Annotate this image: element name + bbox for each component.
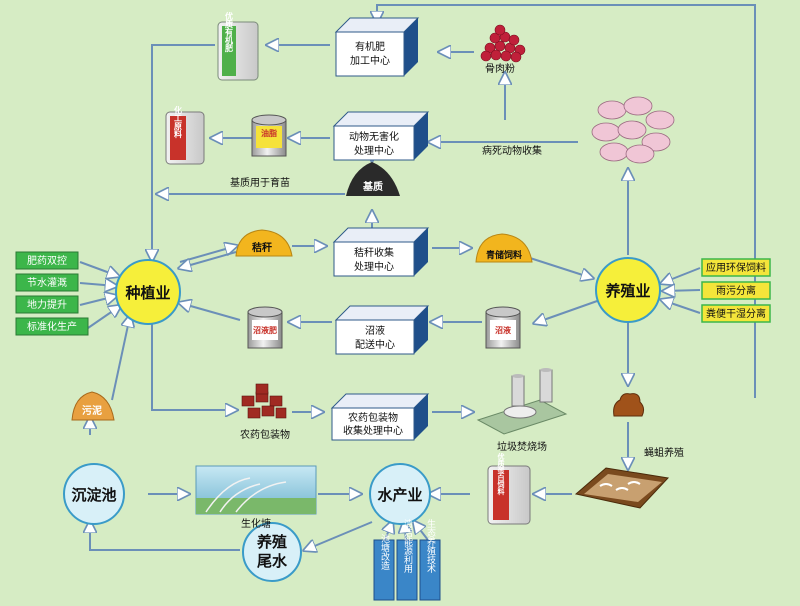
center-straw-line1: 秸秆收集 [354,246,394,259]
arrow-right2 [664,290,701,291]
organic-bag-icon: 优质有机肥 [217,11,259,81]
center-harmless-line2: 处理中心 [354,144,394,157]
arrow-tail-water-to-sediment [90,522,240,551]
arrow-fert-to-planting [180,303,241,321]
biogas-barrel-label: 沼液 [495,325,511,335]
arrow-right1 [662,267,701,283]
arrow-planting-to-packaging [151,320,236,410]
arrow-aquaculture-to-tail-water [305,521,373,550]
arrow-straw-to-planting [180,251,237,268]
left-box-2: 节水灌溉 [27,276,67,289]
hub-tail-water-label-1: 养殖 [256,533,287,551]
oil-barrel-icon: 油脂 [251,114,287,157]
arrow-sludge-to-planting [111,316,130,401]
hub-breeding-label: 养殖业 [604,282,650,300]
biogas-fert-barrel-icon: 沼液肥 [247,306,283,349]
center-packaging-line2: 收集处理中心 [343,424,403,437]
center-harmless: 动物无害化 处理中心 [332,111,430,161]
oil-barrel-label: 油脂 [261,128,277,138]
incinerator-label: 垃圾焚烧场 [497,440,547,453]
hub-breeding: 养殖业 [595,257,661,323]
center-harmless-line1: 动物无害化 [349,130,399,143]
livestock-icon [591,96,675,164]
right-box-1: 应用环保饲料 [706,261,766,274]
organic-bag-label: 优质有机肥 [225,11,234,53]
arrow-silage-to-breeding [529,257,592,278]
chem-bag-icon: 化工原料 [165,105,205,165]
sludge-label: 污泥 [82,404,102,417]
hub-aquaculture-label: 水产业 [377,486,422,504]
base-material-icon: 基质 [346,162,400,196]
bottom-box-2: 清洁能源利用 [402,518,413,574]
center-straw: 秸秆收集 处理中心 [332,227,430,277]
center-organic: 有机肥 加工中心 [334,17,420,77]
base-for-seedling-label: 基质用于育苗 [230,176,290,189]
center-straw-line2: 处理中心 [354,260,394,273]
arrow-bottom3 [414,522,429,541]
pesticide-packaging-icon: 农药包装物 [240,383,290,441]
straw-icon: 秸秆 [235,229,293,257]
base-material-label: 基质 [362,180,383,193]
pesticide-packaging-label: 农药包装物 [240,428,290,441]
arrow-right3 [662,300,701,314]
center-packaging-line1: 农药包装物 [348,411,398,424]
silage-icon: 青储饲料 [475,233,533,263]
sludge-icon: 污泥 [71,391,115,421]
arrow-breeding-to-biogas [535,299,601,323]
hub-planting: 种植业 [115,259,181,325]
right-box-3: 粪便干湿分离 [706,307,766,320]
flow-arrows [79,4,756,551]
protein-feed-bag-icon: 优质蛋白饲料 [487,452,531,525]
arrow-manure-to-organic-center [377,4,756,398]
arrow-left3 [79,296,116,306]
center-packaging: 农药包装物 收集处理中心 [330,393,430,441]
hub-sediment: 沉淀池 [63,463,125,525]
eco-pond-label: 生化塘 [241,517,271,530]
arrow-left4 [87,306,120,329]
arrow-left2 [79,283,116,286]
center-biogas-line1: 沼液 [365,324,385,337]
right-box-2: 雨污分离 [716,284,756,297]
maggot-label: 蝇蛆养殖 [644,446,684,459]
arrow-left1 [79,261,118,276]
bone-meal-icon: 骨肉粉 [480,24,526,75]
bottom-box-3: 生态养殖技术 [425,518,436,574]
chem-bag-label: 化工原料 [174,105,183,139]
arrow-organic-bag-to-planting [152,44,215,260]
dead-animals-label: 病死动物收集 [482,144,542,157]
eco-pond-icon: 生化塘 [195,465,317,530]
incinerator-icon: 垃圾焚烧场 [476,368,568,453]
biogas-fert-barrel-label: 沼液肥 [253,325,277,335]
manure-icon [613,393,645,417]
hub-planting-label: 种植业 [124,284,170,302]
arrow-bottom2 [404,522,406,541]
center-organic-line2: 加工中心 [350,54,390,67]
hub-sediment-label: 沉淀池 [71,486,116,504]
left-box-list: 肥药双控 节水灌溉 地力提升 标准化生产 [15,251,89,336]
arrow-bottom1 [385,522,392,541]
hub-aquaculture: 水产业 [369,463,431,525]
biogas-barrel-icon: 沼液 [485,306,521,349]
bottom-box-list: 池塘改造 清洁能源利用 生态养殖技术 [373,518,441,601]
center-organic-line1: 有机肥 [355,40,385,53]
left-box-4: 标准化生产 [27,320,77,333]
straw-label: 秸秆 [252,241,272,254]
center-biogas: 沼液 配送中心 [334,305,430,355]
hub-tail-water: 养殖 尾水 [242,522,302,582]
right-box-list: 应用环保饲料 雨污分离 粪便干湿分离 [701,258,771,323]
center-biogas-line2: 配送中心 [355,338,395,351]
hub-tail-water-label-2: 尾水 [257,552,288,570]
protein-feed-bag-label: 优质蛋白饲料 [497,452,506,496]
silage-label: 青储饲料 [486,249,522,261]
left-box-3: 地力提升 [27,298,67,311]
maggot-tray-icon [574,467,670,509]
bottom-box-1: 池塘改造 [379,533,390,571]
left-box-1: 肥药双控 [27,254,67,267]
bone-meal-label: 骨肉粉 [485,62,515,75]
